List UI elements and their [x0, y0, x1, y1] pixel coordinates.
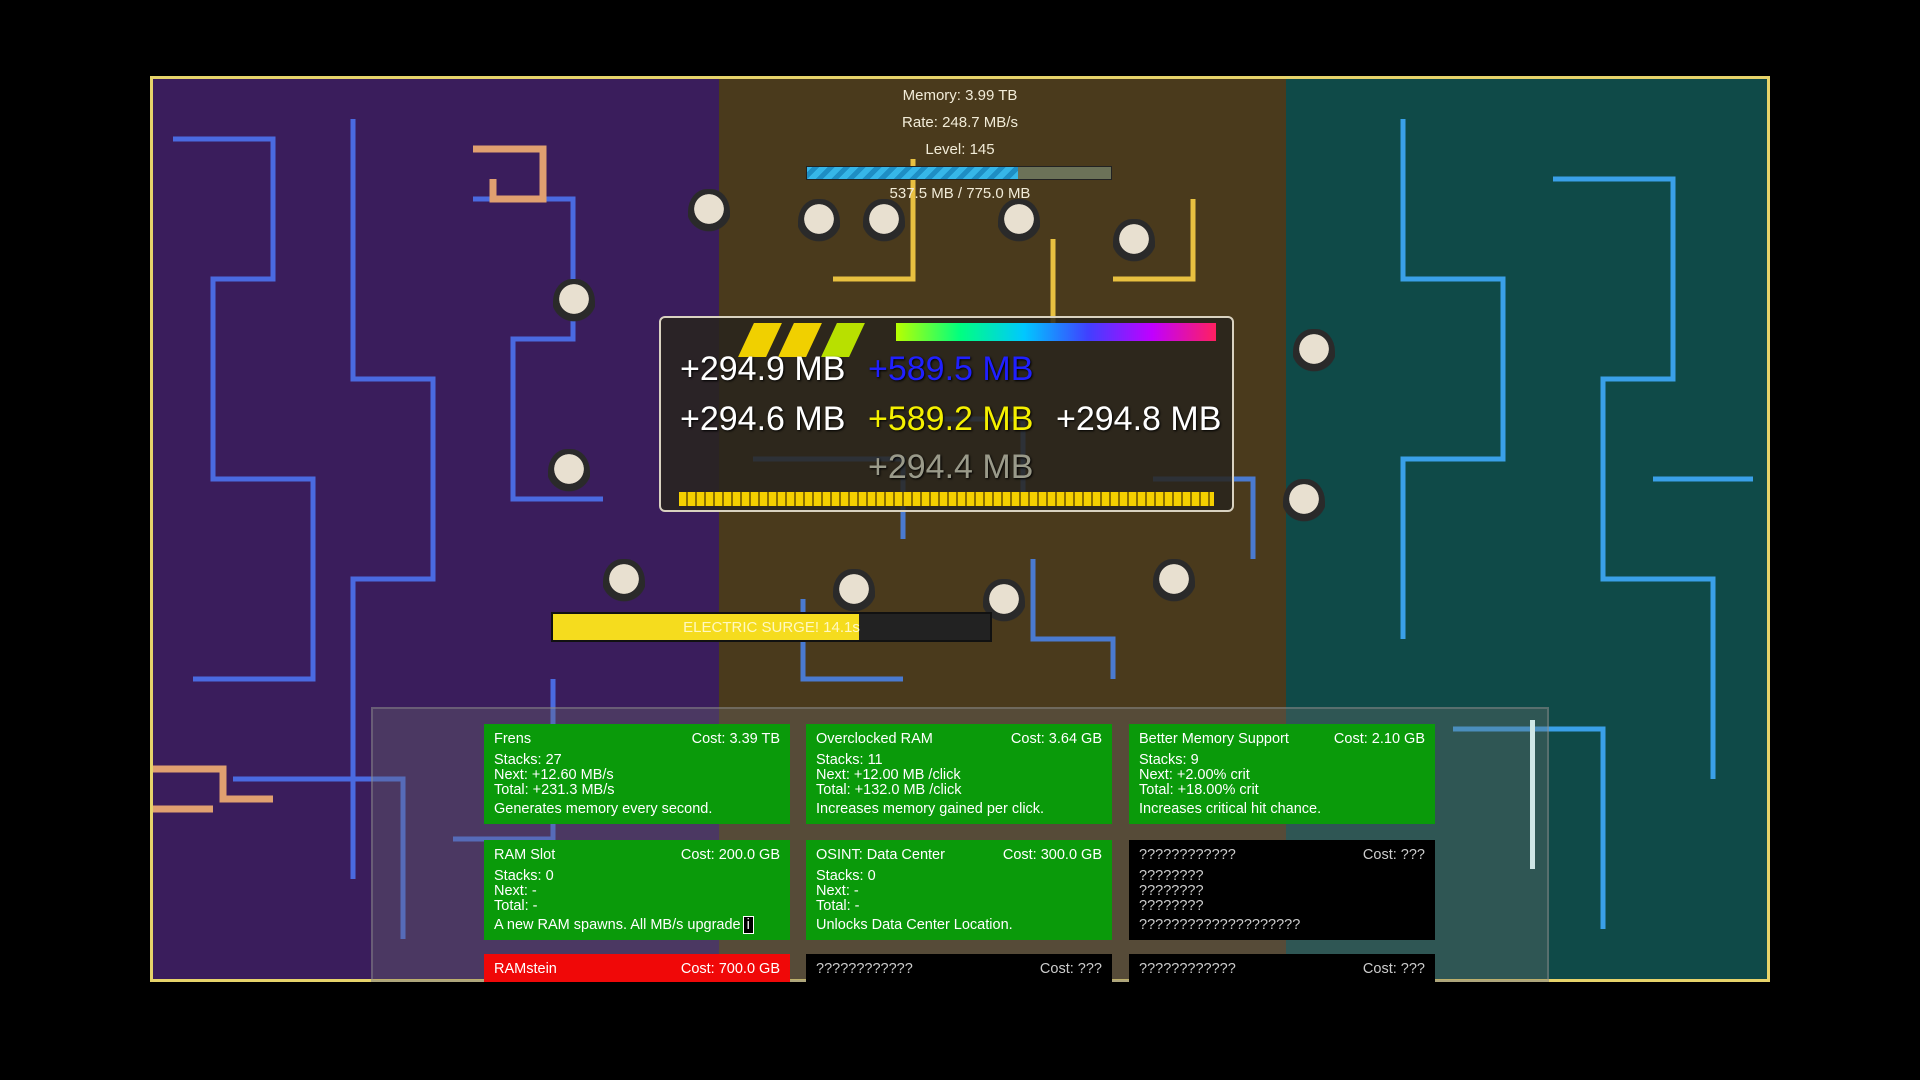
upgrade-stacks: Stacks: 9	[1139, 752, 1199, 768]
shop-scrollbar[interactable]	[1530, 720, 1535, 869]
electric-surge-bar: ELECTRIC SURGE! 14.1s	[551, 612, 992, 642]
electric-surge-fill	[553, 614, 859, 640]
crit-popup: +589.5 MB	[868, 350, 1034, 388]
upgrade-card[interactable]: ???????????? Cost: ???	[1129, 954, 1435, 982]
upgrade-cost: Cost: 700.0 GB	[680, 961, 780, 977]
fren-face[interactable]	[1283, 479, 1325, 529]
fren-face[interactable]	[1293, 329, 1335, 379]
upgrade-cost: Cost: 3.64 GB	[1010, 731, 1102, 747]
fren-face[interactable]	[688, 189, 730, 239]
upgrade-total: Total: +231.3 MB/s	[494, 782, 615, 798]
upgrade-description-text: Unlocks Data Center Location.	[816, 917, 1013, 933]
level-progress-label: 537.5 MB / 775.0 MB	[889, 185, 1031, 202]
upgrade-name: RAMstein	[494, 961, 557, 977]
upgrade-name: Better Memory Support	[1139, 731, 1289, 747]
upgrade-description-text: A new RAM spawns. All MB/s upgrade	[494, 917, 741, 933]
fren-face[interactable]	[833, 569, 875, 619]
upgrade-card[interactable]: ???????????? Cost: ???	[806, 954, 1112, 982]
upgrade-next: Next: +12.60 MB/s	[494, 767, 614, 783]
upgrade-description: ????????????????????	[1139, 918, 1425, 933]
ram-pins	[679, 492, 1214, 506]
fren-face[interactable]	[553, 279, 595, 329]
click-popup: +294.4 MB	[868, 448, 1034, 486]
upgrade-card[interactable]: ???????????? Cost: ??????????????????????…	[1129, 840, 1435, 940]
upgrade-description: Unlocks Data Center Location.	[816, 918, 1102, 933]
upgrade-description-text: Increases memory gained per click.	[816, 801, 1045, 817]
level-progress-bar	[806, 166, 1112, 180]
upgrade-stacks: ????????	[1139, 868, 1204, 884]
fren-face[interactable]	[798, 199, 840, 249]
level-progress-fill	[807, 167, 1018, 179]
upgrade-card[interactable]: Better Memory Support Cost: 2.10 GB Stacks…	[1129, 724, 1435, 824]
memory-stat: Memory: 3.99 TB	[902, 87, 1018, 104]
fren-face[interactable]	[1113, 219, 1155, 269]
upgrade-card[interactable]: OSINT: Data Center Cost: 300.0 GB Stacks: …	[806, 840, 1112, 940]
click-popup: +294.6 MB	[680, 400, 846, 438]
upgrade-card[interactable]: RAMstein Cost: 700.0 GB	[484, 954, 790, 982]
upgrade-stacks: Stacks: 27	[494, 752, 562, 768]
upgrade-total: Total: -	[816, 898, 860, 914]
upgrade-name: ????????????	[1139, 847, 1236, 863]
upgrade-total: Total: +18.00% crit	[1139, 782, 1259, 798]
click-popup: +294.8 MB	[1056, 400, 1222, 438]
upgrade-name: ????????????	[1139, 961, 1236, 977]
upgrade-cost: Cost: ???	[1039, 961, 1102, 977]
upgrade-description-text: ????????????????????	[1139, 917, 1301, 933]
upgrade-name: Overclocked RAM	[816, 731, 933, 747]
click-popup: +294.9 MB	[680, 350, 846, 388]
upgrade-name: OSINT: Data Center	[816, 847, 945, 863]
upgrade-total: Total: +132.0 MB /click	[816, 782, 962, 798]
upgrade-next: Next: -	[494, 883, 537, 899]
level-stat: Level: 145	[925, 141, 995, 158]
upgrade-cost: Cost: ???	[1362, 961, 1425, 977]
upgrade-next: Next: +12.00 MB /click	[816, 767, 961, 783]
ram-rgb-strip	[896, 323, 1216, 341]
upgrade-total: ????????	[1139, 898, 1204, 914]
upgrade-description: Increases critical hit chance.	[1139, 802, 1425, 817]
electric-surge-label: ELECTRIC SURGE! 14.1s	[683, 619, 860, 636]
zone-teal	[1286, 79, 1767, 979]
upgrade-next: Next: -	[816, 883, 859, 899]
game-viewport	[150, 76, 1770, 982]
upgrade-cost: Cost: 300.0 GB	[1002, 847, 1102, 863]
zone-purple	[153, 79, 719, 979]
fren-face[interactable]	[603, 559, 645, 609]
upgrade-name: ????????????	[816, 961, 913, 977]
upgrade-next: ????????	[1139, 883, 1204, 899]
rate-stat: Rate: 248.7 MB/s	[902, 114, 1018, 131]
upgrade-stacks: Stacks: 11	[816, 752, 883, 768]
upgrade-next: Next: +2.00% crit	[1139, 767, 1250, 783]
fren-face[interactable]	[548, 449, 590, 499]
upgrade-cost: Cost: 200.0 GB	[680, 847, 780, 863]
upgrade-description-text: Increases critical hit chance.	[1139, 801, 1322, 817]
crit-popup: +589.2 MB	[868, 400, 1034, 438]
upgrade-stacks: Stacks: 0	[494, 868, 554, 884]
info-icon[interactable]: i	[742, 916, 754, 934]
upgrade-cost: Cost: ???	[1362, 847, 1425, 863]
upgrade-total: Total: -	[494, 898, 538, 914]
fren-face[interactable]	[1153, 559, 1195, 609]
upgrade-cost: Cost: 2.10 GB	[1333, 731, 1425, 747]
fren-face[interactable]	[998, 199, 1040, 249]
upgrade-name: Frens	[494, 731, 532, 747]
upgrade-description-text: Generates memory every second.	[494, 801, 713, 817]
upgrade-name: RAM Slot	[494, 847, 556, 863]
upgrade-cost: Cost: 3.39 TB	[691, 731, 780, 747]
upgrade-description: Increases memory gained per click.	[816, 802, 1102, 817]
upgrade-stacks: Stacks: 0	[816, 868, 876, 884]
ram-stick-click-target[interactable]	[659, 316, 1234, 512]
fren-face[interactable]	[863, 199, 905, 249]
upgrade-description: Generates memory every second.	[494, 802, 780, 817]
